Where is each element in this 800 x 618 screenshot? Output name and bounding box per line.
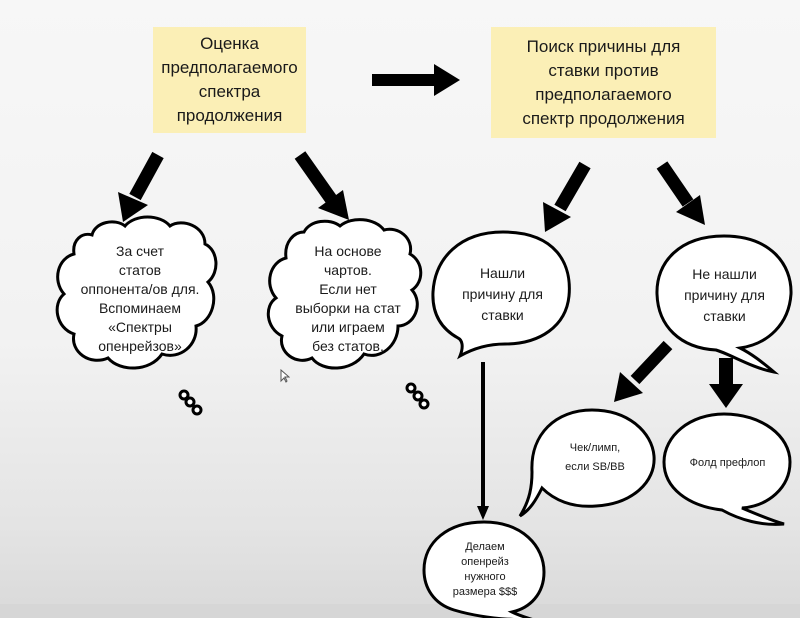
arrow-to-stats-cloud <box>118 151 164 222</box>
bubble-not-found <box>655 234 793 375</box>
bubble-fold-text: Фолд префлоп <box>689 457 766 469</box>
box-spectrum-estimate: Оценка предполагаемого спектра продолжен… <box>153 27 306 133</box>
bubble-fold <box>662 412 792 526</box>
box-bet-reason-search-text: Поиск причины для ставки против предпола… <box>522 36 685 128</box>
bubble-found <box>431 230 571 360</box>
cloud-charts-text: На основе чартов. Если нет выборки на ст… <box>295 243 401 354</box>
bubble-openraise <box>422 520 546 618</box>
cloud-stats-text: За счет статов оппонента/ов для. Вспомин… <box>80 243 200 354</box>
arrow-to-check-limp <box>614 340 673 402</box>
cloud-stats <box>55 215 218 416</box>
bubble-check-limp-text: Чек/лимп, если SB/BB <box>565 442 625 473</box>
arrow-to-fold <box>709 358 743 408</box>
bubble-openraise-text: Делаем опенрейз нужного размера $$$ <box>452 541 518 598</box>
arrow-to-openraise <box>477 362 489 520</box>
bubble-not-found-text: Не нашли причину для ставки <box>684 265 765 324</box>
bubble-check-limp <box>518 408 656 518</box>
box-bet-reason-search: Поиск причины для ставки против предпола… <box>491 27 716 138</box>
arrow-to-charts-cloud <box>294 151 349 220</box>
bottom-bar <box>0 604 800 618</box>
arrow-right-between-boxes <box>372 64 460 96</box>
arrow-to-found <box>543 161 591 232</box>
cloud-charts <box>266 218 430 410</box>
bubble-found-text: Нашли причину для ставки <box>462 264 543 323</box>
box-spectrum-estimate-text: Оценка предполагаемого спектра продолжен… <box>161 34 298 125</box>
arrow-to-not-found <box>656 161 705 225</box>
mouse-cursor-icon <box>280 369 290 383</box>
